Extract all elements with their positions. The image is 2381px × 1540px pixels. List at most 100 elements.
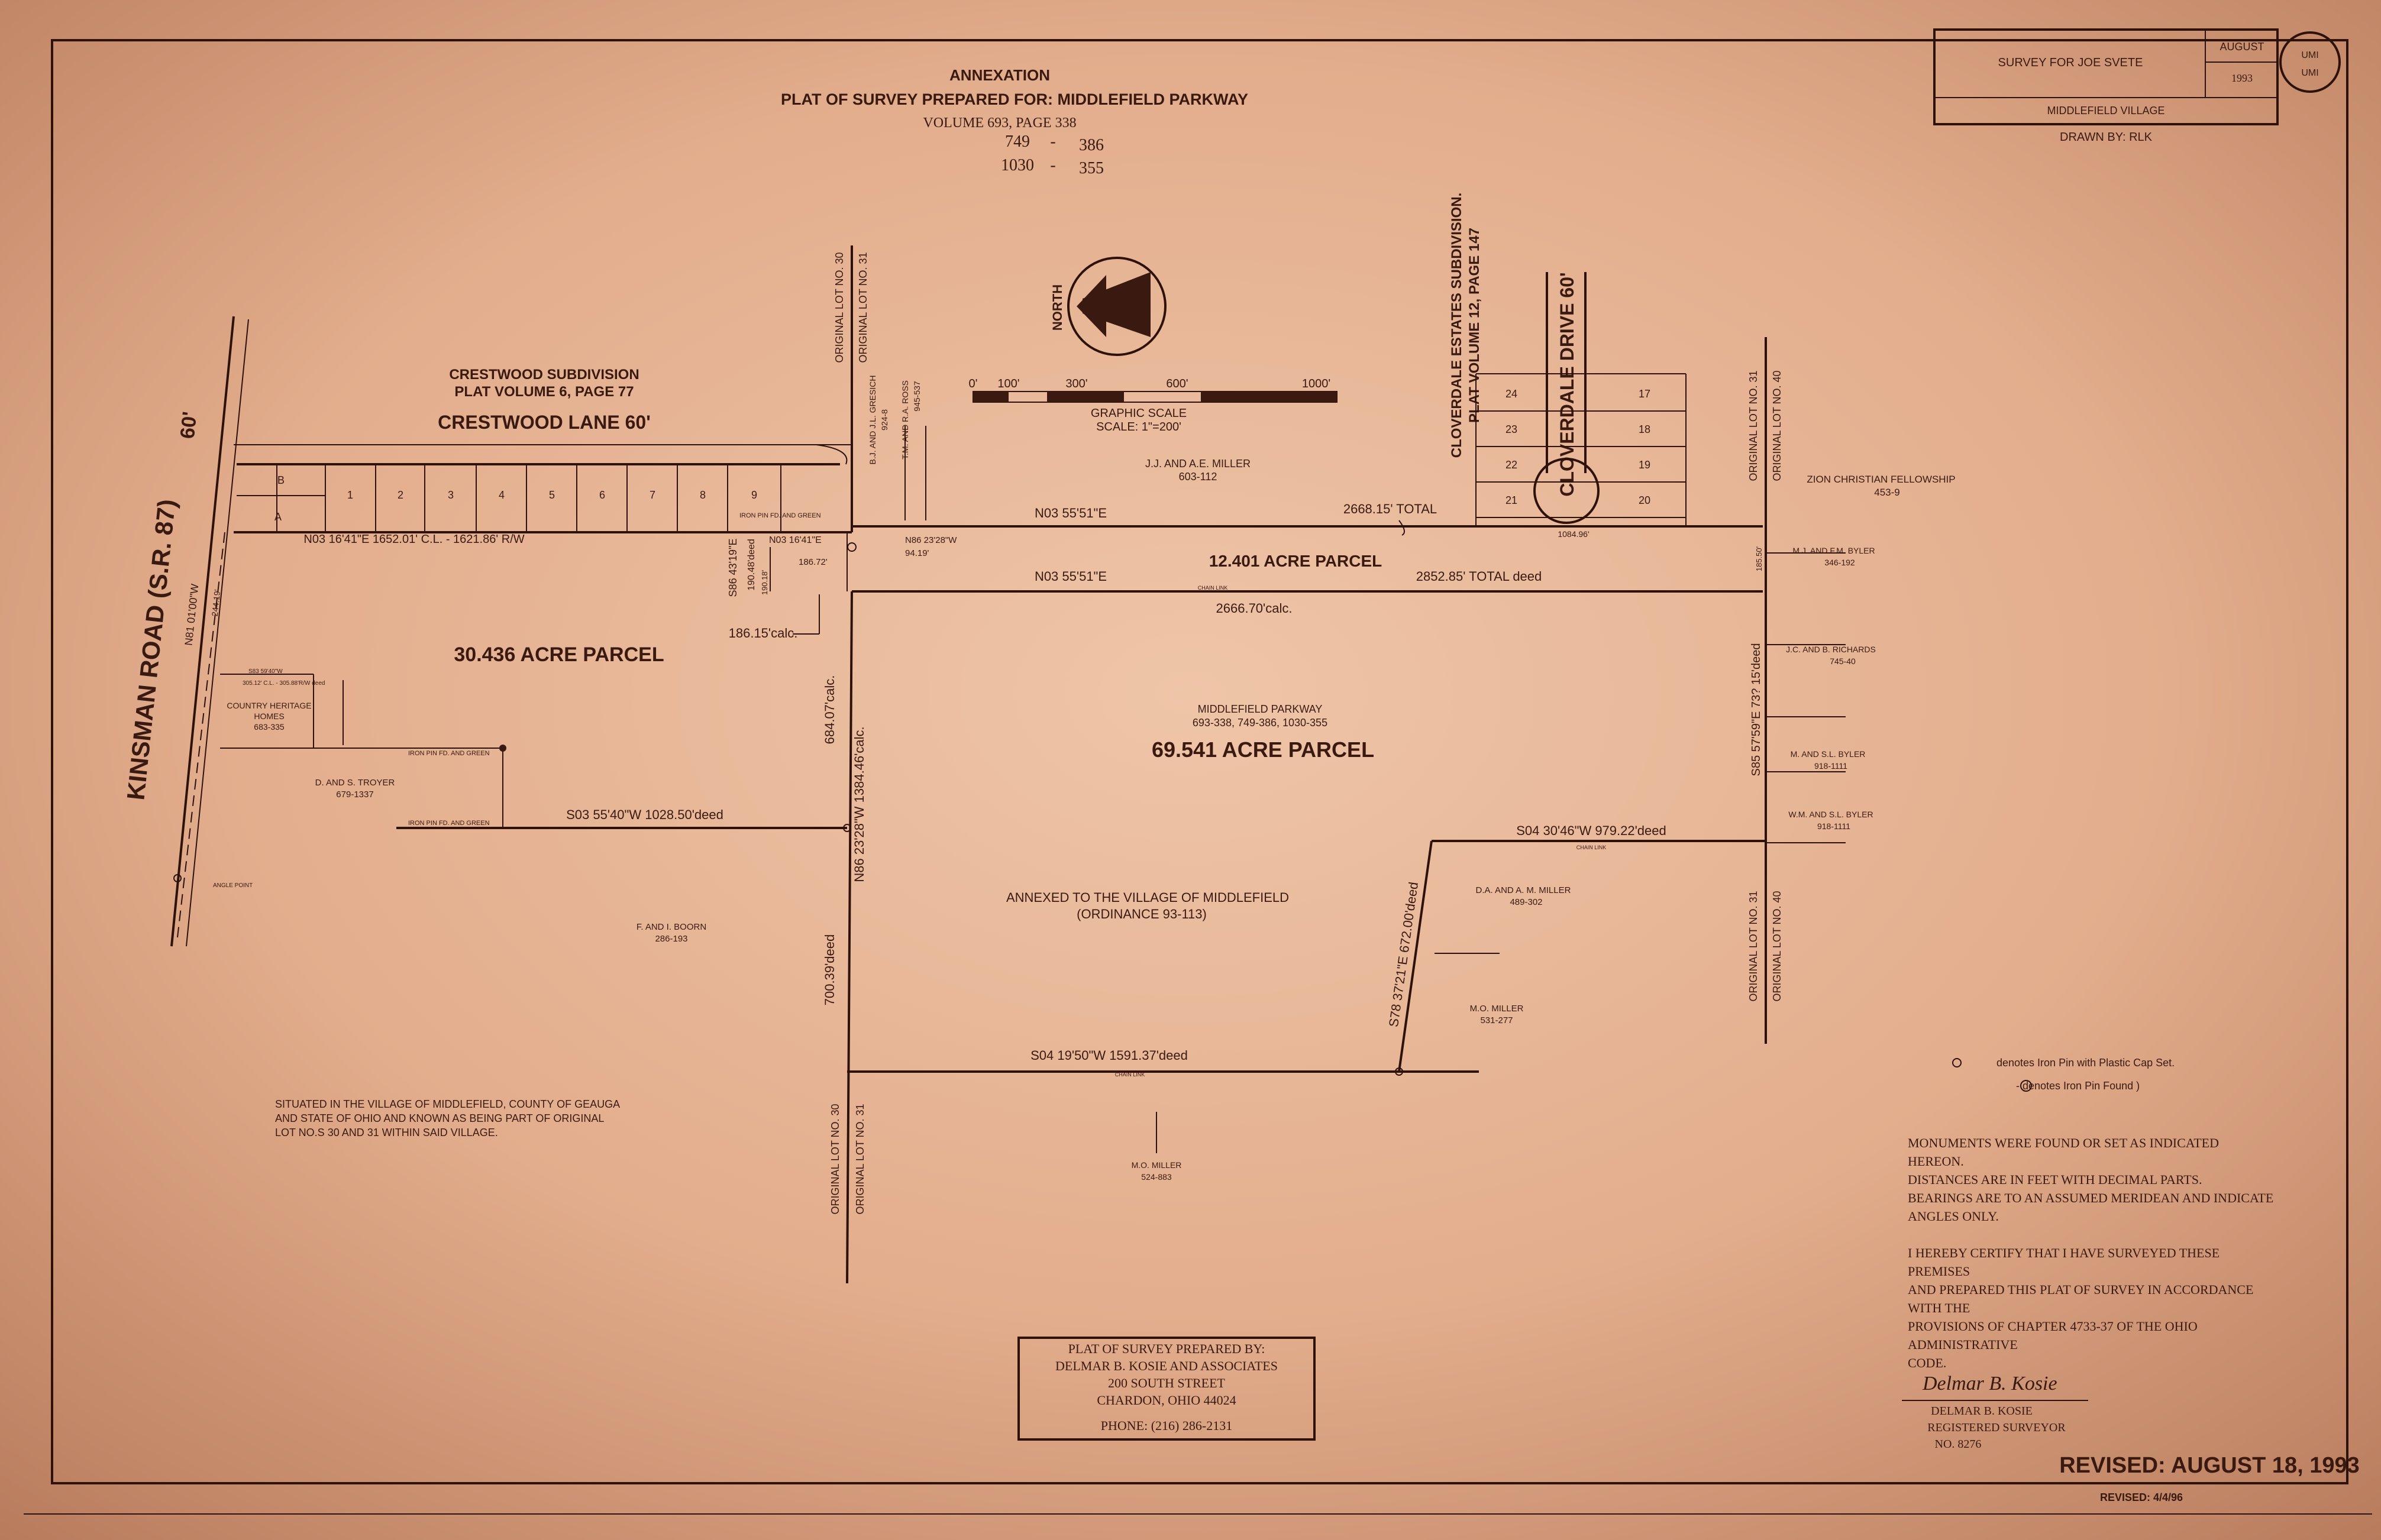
plat-header: ANNEXATION PLAT OF SURVEY PREPARED FOR: …: [781, 66, 1248, 177]
owner-miller-mo: M.O. MILLER: [1470, 1004, 1524, 1014]
scale-tick-100: 100': [997, 377, 1019, 390]
cloverdale-lot-20: 20: [1639, 494, 1650, 506]
owner-byler-wm-ref: 918-1111: [1817, 821, 1850, 831]
scale-ratio: SCALE: 1"=200': [1096, 420, 1181, 433]
cloverdale-lot-21: 21: [1506, 494, 1517, 506]
crestwood-lot-9: 9: [751, 489, 757, 501]
parcel-30436: 30.436 ACRE PARCEL S83 59'40"W 305.12' C…: [173, 643, 867, 1005]
outer-border: [51, 39, 2348, 1484]
stamp-text-1: UMI: [2301, 50, 2318, 60]
ref-1030: 1030: [1001, 156, 1034, 174]
owner-boorn: F. AND I. BOORN: [637, 922, 706, 932]
cloverdale-subdivision: CLOVERDALE ESTATES SUBDIVISION. PLAT VOL…: [1449, 193, 1687, 539]
note-line-11: PROVISIONS OF CHAPTER 4733-37 OF THE OHI…: [1908, 1319, 2198, 1334]
prepared-by-line-4: CHARDON, OHIO 44024: [1097, 1393, 1236, 1408]
calc-186-15: 186.15'calc.: [729, 626, 798, 640]
title-block-village: MIDDLEFIELD VILLAGE: [2047, 105, 2164, 117]
owner-troyer-ref: 679-1337: [336, 790, 373, 800]
owner-miller-ja: J.J. AND A.E. MILLER: [1145, 458, 1251, 470]
owner-byler-mj-ref: 346-192: [1824, 558, 1855, 567]
small-bearing-n03: N03 16'41"E: [769, 535, 822, 545]
iron-pin-note-1: IRON PIN FD. AND GREEN: [739, 512, 821, 519]
north-label: NORTH: [1050, 284, 1065, 331]
title-block-month: AUGUST: [2220, 41, 2264, 53]
lot-label-40-east-top: ORIGINAL LOT NO. 40: [1771, 370, 1783, 481]
title-block-year: 1993: [2231, 72, 2253, 84]
survey-notes: MONUMENTS WERE FOUND OR SET AS INDICATED…: [1908, 1135, 2273, 1370]
north-bearing-1: N03 55'51"E: [1035, 506, 1107, 520]
note-line-1: MONUMENTS WERE FOUND OR SET AS INDICATED: [1908, 1135, 2219, 1150]
fence-label-1: CHAIN LINK: [1198, 585, 1228, 591]
owner-troyer: D. AND S. TROYER: [315, 778, 395, 788]
surveyor-signature: Delmar B. Kosie: [1922, 1373, 2057, 1395]
small-len-94: 94.19': [905, 548, 929, 558]
cloverdale-lot-22: 22: [1506, 459, 1517, 471]
svg-text:-: -: [1050, 132, 1055, 151]
s04-1591: S04 19'50"W 1591.37'deed: [1030, 1048, 1188, 1063]
fence-label-2: CHAIN LINK: [1576, 845, 1607, 850]
iron-pin-note-3: IRON PIN FD. AND GREEN: [408, 820, 490, 827]
crestwood-lane: CRESTWOOD LANE 60': [438, 412, 651, 433]
annexation-title: ANNEXATION: [949, 66, 1050, 84]
s04-979: S04 30'46"W 979.22'deed: [1516, 823, 1666, 838]
len-700: 700.39'deed: [822, 934, 837, 1005]
owner-miller-mo-ref: 531-277: [1480, 1015, 1513, 1025]
parcel-north-boundary: N03 55'51"E 2668.15' TOTAL J.J. AND A.E.…: [852, 458, 1763, 536]
crestwood-name: CRESTWOOD SUBDIVISION: [449, 367, 639, 383]
owner-miller-mo2: M.O. MILLER: [1132, 1160, 1182, 1170]
crestwood-lot-B: B: [277, 474, 285, 486]
s86-bearing: S86 43'19"E: [727, 539, 739, 597]
drawn-by-label: DRAWN BY: RLK: [2060, 131, 2153, 144]
survey-stamp-seal: [2279, 31, 2341, 93]
note-line-12: ADMINISTRATIVE: [1908, 1337, 2018, 1352]
bearing-n03-b: N03 55'51"E: [1035, 569, 1107, 584]
lot-line-label-30-bottom: ORIGINAL LOT NO. 30: [829, 1104, 841, 1214]
iron-pin-note-2: IRON PIN FD. AND GREEN: [408, 750, 490, 757]
cloverdale-lot-24: 24: [1506, 388, 1517, 400]
surveyor-name: DELMAR B. KOSIE: [1931, 1405, 2033, 1418]
plat-prepared-for: PLAT OF SURVEY PREPARED FOR: MIDDLEFIELD…: [781, 90, 1248, 108]
n86-1384: N86 23'28"W 1384.46'calc.: [852, 726, 867, 882]
crestwood-subdivision: CRESTWOOD SUBDIVISION PLAT VOLUME 6, PAG…: [234, 367, 852, 546]
owner-heritage-1: COUNTRY HERITAGE: [227, 701, 311, 710]
cloverdale-name: CLOVERDALE ESTATES SUBDIVISION.: [1449, 193, 1465, 458]
title-block: SURVEY FOR JOE SVETE AUGUST 1993 MIDDLEF…: [1933, 28, 2341, 144]
owner-gresich-ref: 924-8: [880, 409, 889, 431]
note-line-2: HEREON.: [1908, 1154, 1964, 1169]
crestwood-lot-8: 8: [700, 489, 706, 501]
owner-heritage-ref: 683-335: [254, 722, 285, 732]
crestwood-lot-5: 5: [549, 489, 555, 501]
gresich-ross-owners: B.J. AND J.L. GRESICH 924-8 T.M. AND R.A…: [868, 376, 926, 520]
heritage-dim-2: 305.12' C.L. - 305.88'R/W deed: [243, 680, 325, 687]
crestwood-lot-4: 4: [499, 489, 505, 501]
parcel-30436-label: 30.436 ACRE PARCEL: [454, 643, 664, 666]
owner-byler-m-ref: 918-1111: [1814, 761, 1847, 771]
lot-label-40-east-bottom: ORIGINAL LOT NO. 40: [1771, 891, 1783, 1001]
crestwood-lot-1: 1: [347, 489, 353, 501]
cloverdale-lot-18: 18: [1639, 423, 1650, 435]
pin-found-icon: [2020, 1080, 2032, 1092]
title-block-survey-for: SURVEY FOR JOE SVETE: [1998, 56, 2143, 69]
owner-byler-mj: M.J. AND F.M. BYLER: [1792, 546, 1875, 555]
angle-point-label: ANGLE POINT: [213, 882, 253, 889]
annexed-label-1: ANNEXED TO THE VILLAGE OF MIDDLEFIELD: [1006, 890, 1289, 905]
parcel-12401: N03 55'51"E 12.401 ACRE PARCEL 2852.85' …: [852, 552, 1763, 616]
prepared-by-box: PLAT OF SURVEY PREPARED BY: DELMAR B. KO…: [1017, 1337, 1316, 1441]
cloverdale-drive: CLOVERDALE DRIVE 60': [1556, 272, 1578, 496]
crestwood-lot-2: 2: [398, 489, 403, 501]
cloverdale-plat-volume: PLAT VOLUME 12, PAGE 147: [1466, 228, 1482, 423]
crestwood-lot-3: 3: [448, 489, 454, 501]
owner-byler-m: M. AND S.L. BYLER: [1791, 749, 1866, 759]
prepared-by-line-2: DELMAR B. KOSIE AND ASSOCIATES: [1055, 1358, 1278, 1373]
parcel-69541-label: 69.541 ACRE PARCEL: [1152, 737, 1374, 762]
owner-boorn-ref: 286-193: [655, 934, 687, 944]
crestwood-rear-line-dim: N03 16'41"E 1652.01' C.L. - 1621.86' R/W: [303, 533, 524, 546]
len-190-18: 190.18': [760, 570, 769, 595]
owner-zion-ref: 453-9: [1874, 487, 1899, 498]
parcel-69541-refs: 693-338, 749-386, 1030-355: [1193, 717, 1327, 729]
note-line-7: I HEREBY CERTIFY THAT I HAVE SURVEYED TH…: [1908, 1245, 2220, 1260]
pin-set-icon: [1952, 1058, 1962, 1067]
crestwood-lot-A: A: [274, 511, 282, 523]
total-2852: 2852.85' TOTAL deed: [1416, 569, 1542, 584]
